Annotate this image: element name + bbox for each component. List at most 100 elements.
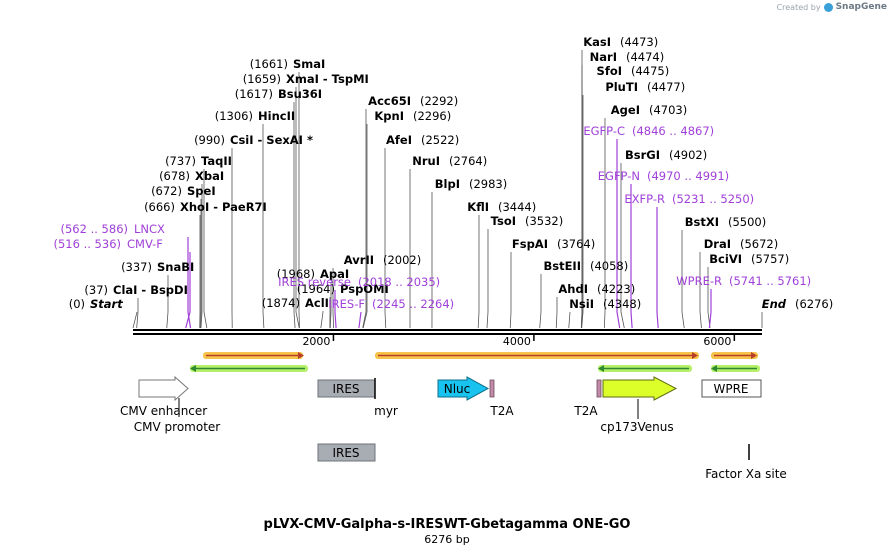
site-name: XhoI - PaeR7I xyxy=(180,200,267,214)
site-position: (672) xyxy=(151,184,182,198)
feature-cp173venus: cp173Venus xyxy=(600,376,678,434)
orf-forward-2 xyxy=(375,352,699,359)
site-name: BlpI xyxy=(435,177,460,191)
site-leader-line xyxy=(166,275,169,329)
site-label: AhdI(4223) xyxy=(558,282,635,296)
site-leader-line xyxy=(362,109,367,329)
site-label: BstXI(5500) xyxy=(685,215,767,229)
site-label: KasI(4473) xyxy=(583,35,658,49)
site-labels: Start(0)ClaI - BspDI(37)SnaBI(337)CMV-F(… xyxy=(54,35,834,311)
site-name: FspAI xyxy=(512,237,548,251)
site-label: SnaBI (337) xyxy=(121,260,194,274)
site-position: (1659) xyxy=(243,72,281,86)
site-position: (5741 .. 5761) xyxy=(729,274,811,288)
site-position: (4473) xyxy=(620,35,658,49)
feature-label-cmv-promoter: CMV promoter xyxy=(134,420,221,434)
site-label: NarI (4474) xyxy=(590,50,665,64)
feature-ires-2: IRES xyxy=(317,443,376,462)
site-name: EGFP-N xyxy=(598,169,640,183)
site-leader-line xyxy=(603,118,606,329)
site-position: (337) xyxy=(121,260,152,274)
site-position: (4348) xyxy=(603,297,641,311)
site-name: SpeI xyxy=(187,184,216,198)
site-label: PspOMI (1964) xyxy=(297,282,389,296)
site-label: Acc65I(2292) xyxy=(368,94,458,108)
site-position: (4474) xyxy=(626,50,664,64)
feature-label-factor-xa: Factor Xa site xyxy=(705,467,787,481)
orf-reverse-2 xyxy=(598,365,692,372)
site-name: NarI xyxy=(590,50,617,64)
site-label: SfoI(4475) xyxy=(597,64,670,78)
feature-label-nluc: Nluc xyxy=(444,382,471,396)
site-leader-line xyxy=(539,274,542,329)
site-position: (5231 .. 5250) xyxy=(672,192,754,206)
site-leader-line xyxy=(581,95,584,329)
site-label: BlpI(2983) xyxy=(435,177,507,191)
site-position: (5757) xyxy=(751,252,789,266)
feature-cmv-enhancer: CMV enhancer xyxy=(120,375,207,418)
site-label: BciVI(5757) xyxy=(709,252,789,266)
site-position: (4703) xyxy=(649,103,687,117)
site-name: Start xyxy=(90,297,123,311)
site-name: XmaI - TspMI xyxy=(286,72,369,86)
feature-t2a-1: T2A xyxy=(489,379,514,418)
site-label: PluTI(4477) xyxy=(605,80,685,94)
site-label: WPRE-R(5741 .. 5761) xyxy=(676,274,811,288)
site-leader-line xyxy=(581,79,583,329)
site-position: (3532) xyxy=(525,214,563,228)
site-leader-line xyxy=(136,298,139,329)
feature-label-t2a-2: T2A xyxy=(573,404,598,418)
site-position: (4902) xyxy=(669,148,707,162)
site-name: CsiI - SexAI * xyxy=(230,133,313,147)
site-name: EGFP-C xyxy=(583,124,625,138)
site-name: SnaBI xyxy=(157,260,194,274)
site-position: (4846 .. 4867) xyxy=(632,124,714,138)
orf-arrows xyxy=(190,352,760,372)
site-name: AfeI xyxy=(386,133,412,147)
site-label: SpeI (672) xyxy=(151,184,216,198)
site-position: (0) xyxy=(69,297,85,311)
site-name: IRES reverse xyxy=(278,275,351,289)
site-label: XbaI(678) xyxy=(159,169,224,183)
site-position: (1964) xyxy=(297,282,335,296)
site-name: PspOMI xyxy=(340,282,389,296)
feature-label-t2a-1: T2A xyxy=(489,404,514,418)
site-name: AvrII xyxy=(344,253,374,267)
feature-factor-xa: Factor Xa site xyxy=(705,444,787,481)
feature-wpre: WPRE xyxy=(701,379,762,398)
site-position: (3444) xyxy=(498,200,536,214)
site-name: LNCX xyxy=(134,222,165,236)
site-label: EGFP-N(4970 .. 4991) xyxy=(598,169,729,183)
site-name: IRES-F xyxy=(328,297,365,311)
feature-cmv-promoter: CMV promoter xyxy=(134,398,221,434)
site-position: (4223) xyxy=(597,282,635,296)
site-label: LNCX(562 .. 586) xyxy=(61,222,166,236)
site-position: (37) xyxy=(84,283,108,297)
site-label: AgeI(4703) xyxy=(611,103,687,117)
site-label: KflI(3444) xyxy=(467,200,536,214)
site-name: HincII xyxy=(258,109,295,123)
site-position: (4475) xyxy=(631,64,669,78)
site-leader-lines xyxy=(132,50,763,329)
site-label: AfeI(2522) xyxy=(386,133,459,147)
site-leader-line xyxy=(555,297,558,329)
site-label: SmaI(1661) xyxy=(250,57,326,71)
feature-label-wpre: WPRE xyxy=(713,382,748,396)
site-label: NruI(2764) xyxy=(412,154,487,168)
site-name: SmaI xyxy=(293,57,325,71)
site-name: End xyxy=(762,297,787,311)
site-leader-line xyxy=(185,252,191,329)
site-position: (3764) xyxy=(557,237,595,251)
site-label: End(6276) xyxy=(762,297,834,311)
site-position: (2002) xyxy=(383,253,421,267)
site-position: (1306) xyxy=(215,109,253,123)
site-leader-line xyxy=(358,311,362,329)
site-position: (5500) xyxy=(728,215,766,229)
site-leader-line xyxy=(200,184,203,329)
feature-label-myr: myr xyxy=(374,404,398,418)
site-label: IRES-F(2245 .. 2264) xyxy=(328,297,454,311)
site-position: (1968) xyxy=(277,267,315,281)
site-leader-line xyxy=(362,124,368,329)
site-leader-line xyxy=(708,289,712,329)
